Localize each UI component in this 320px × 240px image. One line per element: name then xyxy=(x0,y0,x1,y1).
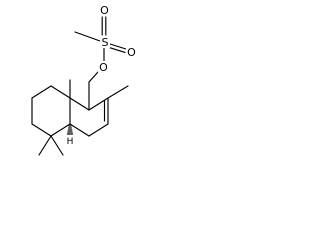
mesyl-group xyxy=(74,16,127,63)
sulfur-label: S xyxy=(102,36,109,49)
methylene-linker xyxy=(88,71,99,111)
bond-c6-c5 xyxy=(31,123,52,137)
bond-c8a-c1 xyxy=(69,97,90,111)
bond-sulfur-oxygen-right-1 xyxy=(109,43,127,50)
oxygen-ester-label: O xyxy=(99,61,108,74)
hydrogen-label: H xyxy=(67,137,74,147)
bond-c8-c7 xyxy=(31,85,52,99)
bond-c1-c2 xyxy=(88,97,109,111)
bond-c8a-c8 xyxy=(50,85,71,99)
bond-oxygen-ch2 xyxy=(88,71,99,83)
ring-a xyxy=(31,85,71,137)
bond-c4-c4a xyxy=(69,123,90,137)
bond-methyl-sulfur xyxy=(74,31,101,42)
bond-c2-methyl xyxy=(107,85,129,99)
ring-b xyxy=(69,85,129,137)
gem-dimethyl xyxy=(38,135,64,156)
bond-c5-c4a xyxy=(50,123,71,137)
bond-c5-methyl-left xyxy=(38,135,52,156)
oxygen-right-label: O xyxy=(127,46,136,59)
bond-c3-c4 xyxy=(88,123,109,137)
hashed-bond-h xyxy=(66,125,74,135)
bond-sulfur-oxygen-right-2 xyxy=(108,46,126,53)
bond-c5-methyl-right xyxy=(50,135,64,156)
molecule-diagram: S O O O H xyxy=(31,4,137,156)
oxygen-top-label: O xyxy=(100,4,109,17)
